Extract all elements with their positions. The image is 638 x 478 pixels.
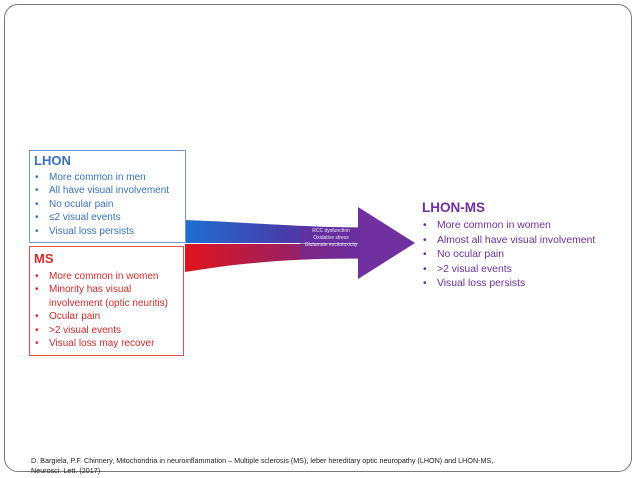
lhon-ms-block: LHON-MS •More common in women •Almost al… bbox=[422, 200, 632, 300]
list-item: •More common in women bbox=[423, 220, 551, 231]
list-item: •Almost all have visual involvement bbox=[423, 234, 596, 246]
lhon-list: •More common in men •All have visual inv… bbox=[34, 171, 169, 238]
mechanism-glutamate: Glutamate excitotoxicity bbox=[304, 242, 358, 248]
list-item: •≤2 visual events bbox=[35, 212, 121, 224]
list-item: •Visual loss persists bbox=[423, 278, 526, 290]
lhon-title: LHON bbox=[34, 153, 71, 168]
mechanisms-label: RCC dysfunction Oxidative stress Glutama… bbox=[293, 228, 369, 249]
ms-title: MS bbox=[34, 251, 54, 266]
list-item: •No ocular pain bbox=[423, 249, 505, 261]
ms-list: •More common in women •Minority has visu… bbox=[34, 270, 168, 350]
ms-box: MS •More common in women •Minority has v… bbox=[29, 246, 184, 356]
mechanism-oxidative: Oxidative stress bbox=[313, 235, 349, 241]
lhon-ms-title: LHON-MS bbox=[422, 200, 485, 215]
list-item: •>2 visual events bbox=[35, 324, 121, 336]
lhon-box: LHON •More common in men •All have visua… bbox=[29, 150, 186, 243]
list-item: •More common in women bbox=[35, 271, 159, 282]
list-item: •Visual loss may recover bbox=[35, 338, 155, 350]
lhon-ms-arrowhead bbox=[358, 207, 415, 279]
lhon-ms-list: •More common in women •Almost all have v… bbox=[422, 219, 595, 292]
list-item-continuation: involvement (optic neuritis) bbox=[49, 297, 168, 309]
list-item: •Ocular pain bbox=[35, 311, 101, 323]
citation: D. Bargiela, P.F. Chinnery, Mitochondria… bbox=[31, 456, 591, 475]
list-item: •No ocular pain bbox=[35, 198, 114, 210]
mechanism-rcc: RCC dysfunction bbox=[312, 228, 350, 234]
list-item: •Minority has visual bbox=[35, 284, 132, 296]
citation-line-2: Neurosci. Lett. (2017) bbox=[31, 465, 101, 475]
list-item: •Visual loss persists bbox=[35, 225, 134, 237]
list-item: •>2 visual events bbox=[423, 263, 512, 275]
citation-line-1: D. Bargiela, P.F. Chinnery, Mitochondria… bbox=[31, 456, 494, 465]
list-item: •More common in men bbox=[35, 172, 146, 183]
list-item: •All have visual involvement bbox=[35, 185, 170, 197]
arrow-shaft-core bbox=[300, 227, 360, 259]
